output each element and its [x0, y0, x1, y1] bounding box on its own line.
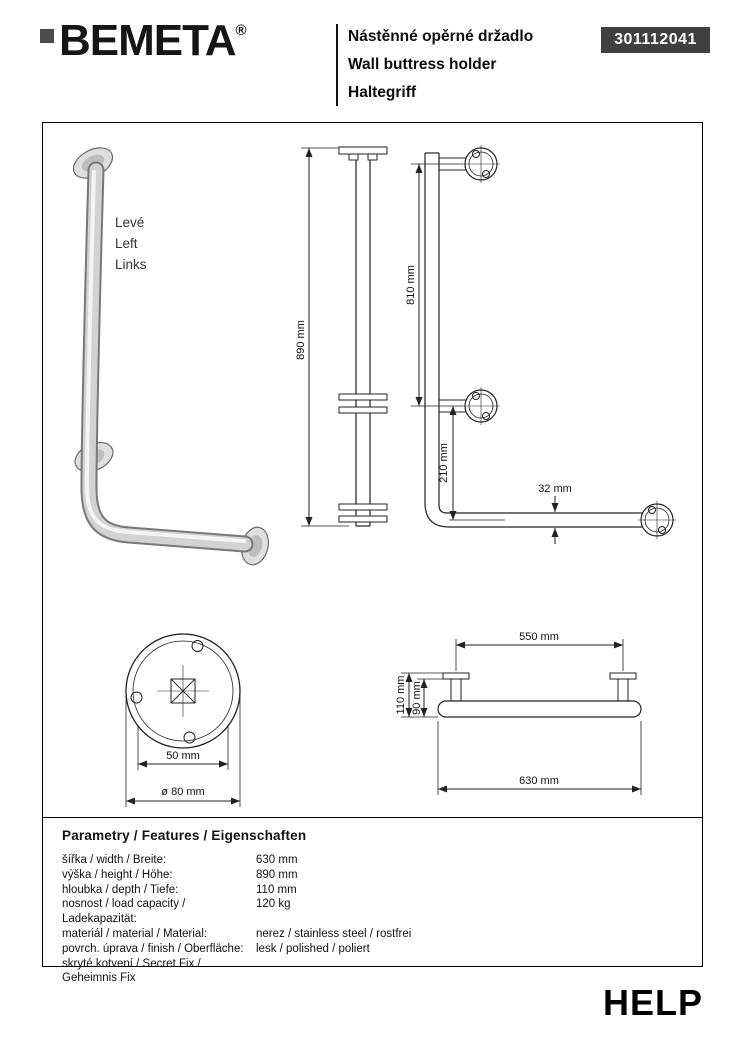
header-divider	[336, 24, 338, 106]
dim-label-110: 110 mm	[395, 676, 407, 715]
param-label: výška / height / Höhe:	[62, 868, 173, 881]
product-code-badge: 301112041	[601, 27, 710, 53]
product-title-de: Haltegriff	[348, 84, 417, 101]
param-value: 110 mm	[256, 883, 297, 896]
render-tube-highlight	[84, 170, 246, 543]
parameters-section: Parametry / Features / Eigenschaften šíř…	[43, 817, 702, 984]
param-row-height: výška / height / Höhe: 890 mm	[43, 868, 702, 883]
dim-label-810: 810 mm	[405, 265, 417, 305]
drawing-side-view: 810 mm 210 mm 32 mm	[405, 145, 676, 544]
render-tube-outline	[80, 161, 254, 553]
param-value: nerez / stainless steel / rostfrei	[256, 927, 412, 940]
technical-drawings: Levé Left Links 890 mm	[72, 145, 676, 807]
drawing-sheet: Levé Left Links 890 mm	[42, 122, 703, 984]
dim-label-80: ø 80 mm	[161, 786, 204, 798]
param-row-material: materiál / material / Material: nerez / …	[43, 927, 702, 942]
wall-flange-middle	[462, 387, 500, 425]
logo-square-icon	[40, 29, 54, 43]
dim-label-550: 550 mm	[519, 631, 559, 643]
param-label: hloubka / depth / Tiefe:	[62, 883, 179, 896]
dim-label-50: 50 mm	[166, 750, 200, 762]
drawing-top-view: 550 mm 110 mm 90 mm 630 mm	[395, 631, 642, 795]
param-row-finish: povrch. úprava / finish / Oberfläche: le…	[43, 942, 702, 957]
parameters-heading: Parametry / Features / Eigenschaften	[62, 828, 307, 843]
param-label: šířka / width / Breite:	[62, 854, 167, 866]
screw-hole	[183, 731, 196, 744]
drawing-front-view: 890 mm	[295, 146, 388, 527]
dim-label-630: 630 mm	[519, 775, 559, 787]
param-row-secret-fix: skryté kotvení / Secret Fix / Geheimnis …	[43, 957, 702, 987]
param-value: 630 mm	[256, 854, 298, 866]
orientation-label-en: Left	[115, 236, 138, 251]
wall-flange-end	[638, 501, 676, 539]
param-row-depth: hloubka / depth / Tiefe: 110 mm	[43, 883, 702, 898]
series-label: HELP	[602, 982, 703, 1023]
param-label: skryté kotvení / Secret Fix / Geheimnis …	[62, 957, 201, 985]
param-label: nosnost / load capacity / Ladekapazität:	[62, 898, 186, 926]
orientation-label-de: Links	[115, 257, 147, 272]
dim-label-90: 90 mm	[411, 681, 423, 715]
registered-trademark-icon: ®	[235, 22, 247, 39]
screw-hole	[191, 640, 204, 652]
dim-label-210: 210 mm	[438, 443, 450, 483]
brand-logo: BEMETA ®	[40, 18, 247, 64]
render-tube-body	[82, 163, 252, 551]
screw-hole	[130, 691, 143, 704]
wall-flange-top	[462, 145, 500, 183]
product-titles: Nástěnné opěrné držadlo Wall buttress ho…	[348, 23, 533, 107]
param-value: 890 mm	[256, 868, 298, 881]
param-value: 120 kg	[256, 898, 291, 911]
logo-text: BEMETA	[59, 16, 237, 65]
param-label: materiál / material / Material:	[62, 927, 208, 940]
orientation-label-cs: Levé	[115, 215, 144, 230]
drawing-perspective: Levé Left Links	[72, 147, 270, 566]
param-row-load-capacity: nosnost / load capacity / Ladekapazität:…	[43, 897, 702, 927]
dim-label-height-890: 890 mm	[295, 320, 307, 360]
param-value: lesk / polished / poliert	[256, 942, 370, 955]
product-title-en: Wall buttress holder	[348, 56, 497, 73]
param-label: povrch. úprava / finish / Oberfläche:	[62, 942, 244, 955]
product-title-cs: Nástěnné opěrné držadlo	[348, 28, 534, 45]
drawing-flange-detail: 50 mm ø 80 mm	[125, 633, 241, 807]
dim-label-32: 32 mm	[538, 483, 572, 495]
param-row-width: šířka / width / Breite: 630 mm	[43, 853, 702, 868]
